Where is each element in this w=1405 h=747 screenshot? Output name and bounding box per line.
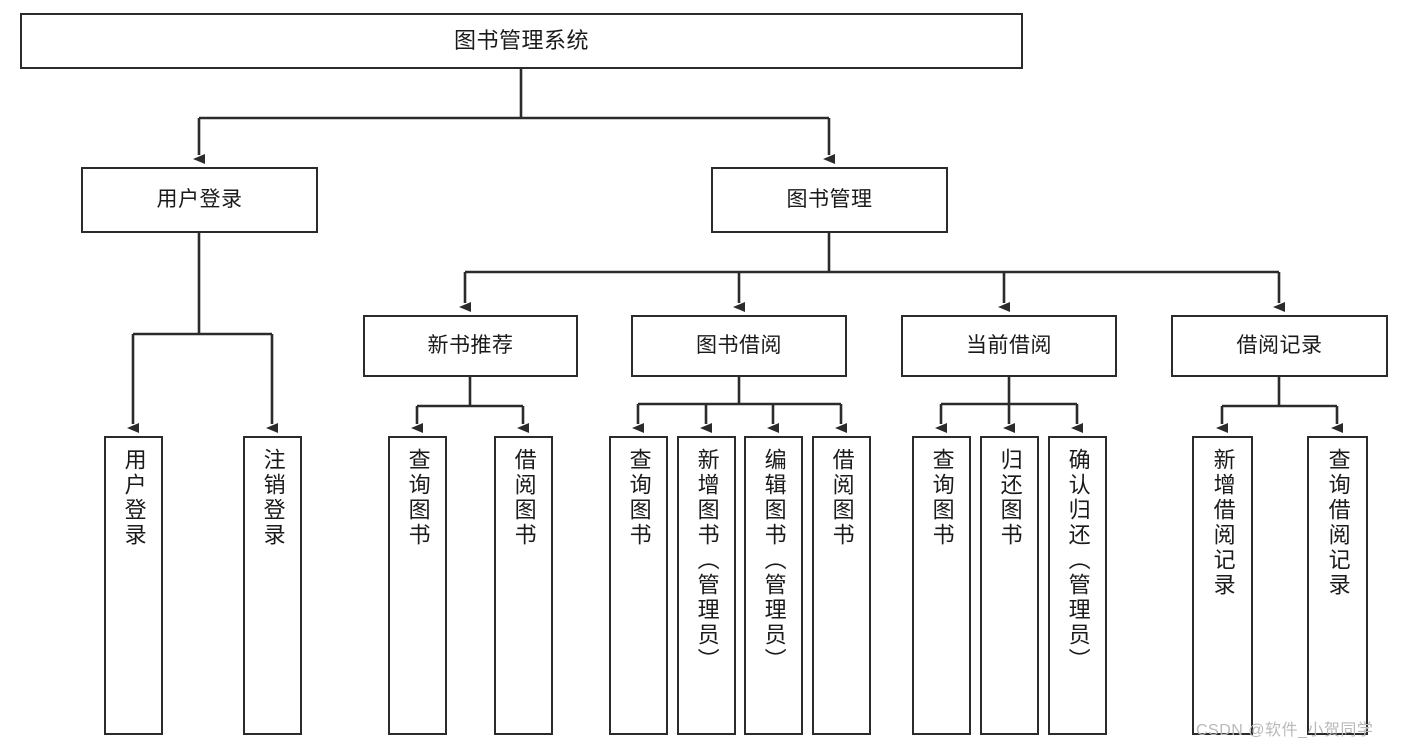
- node-leaf-add-record[interactable]: 新增借阅记录: [1192, 436, 1253, 735]
- node-current-borrow[interactable]: 当前借阅: [901, 315, 1117, 377]
- node-book-management-label: 图书管理: [786, 187, 873, 211]
- node-leaf-query-book-3[interactable]: 查询图书: [912, 436, 971, 735]
- node-borrow-record-label: 借阅记录: [1236, 333, 1323, 357]
- node-leaf-query-book-2-label: 查询图书: [626, 448, 652, 548]
- node-leaf-confirm-return[interactable]: 确认归还（管理员）: [1048, 436, 1107, 735]
- node-leaf-add-record-label: 新增借阅记录: [1210, 448, 1236, 598]
- node-leaf-query-book-3-label: 查询图书: [929, 448, 955, 548]
- node-leaf-return-book-label: 归还图书: [997, 448, 1023, 548]
- node-user-login-label: 用户登录: [156, 187, 243, 211]
- node-leaf-confirm-return-label: 确认归还（管理员）: [1065, 448, 1091, 673]
- node-root-label: 图书管理系统: [453, 28, 589, 54]
- node-leaf-query-record[interactable]: 查询借阅记录: [1307, 436, 1368, 735]
- node-leaf-user-login-label: 用户登录: [121, 448, 147, 548]
- node-borrow-record[interactable]: 借阅记录: [1171, 315, 1388, 377]
- node-leaf-logout[interactable]: 注销登录: [243, 436, 302, 735]
- node-current-borrow-label: 当前借阅: [966, 333, 1052, 357]
- node-leaf-add-book[interactable]: 新增图书（管理员）: [677, 436, 736, 735]
- node-book-borrow-label: 图书借阅: [696, 333, 782, 357]
- node-leaf-query-book-1-label: 查询图书: [405, 448, 431, 548]
- node-leaf-add-book-label: 新增图书（管理员）: [694, 448, 720, 673]
- node-leaf-return-book[interactable]: 归还图书: [980, 436, 1039, 735]
- csdn-watermark: CSDN @软件_小贺同学: [1196, 722, 1374, 739]
- node-leaf-borrow-book-2[interactable]: 借阅图书: [812, 436, 871, 735]
- node-leaf-logout-label: 注销登录: [260, 448, 286, 548]
- node-user-login[interactable]: 用户登录: [81, 167, 318, 233]
- node-leaf-edit-book-label: 编辑图书（管理员）: [761, 448, 787, 673]
- node-leaf-edit-book[interactable]: 编辑图书（管理员）: [744, 436, 803, 735]
- node-leaf-query-book-2[interactable]: 查询图书: [609, 436, 668, 735]
- node-leaf-query-book-1[interactable]: 查询图书: [388, 436, 447, 735]
- node-leaf-borrow-book-1[interactable]: 借阅图书: [494, 436, 553, 735]
- node-new-book-recommend-label: 新书推荐: [427, 333, 514, 357]
- node-book-management[interactable]: 图书管理: [711, 167, 948, 233]
- node-leaf-borrow-book-2-label: 借阅图书: [829, 448, 855, 548]
- node-root[interactable]: 图书管理系统: [20, 13, 1023, 69]
- node-leaf-borrow-book-1-label: 借阅图书: [511, 448, 537, 548]
- node-book-borrow[interactable]: 图书借阅: [631, 315, 847, 377]
- node-new-book-recommend[interactable]: 新书推荐: [363, 315, 578, 377]
- node-leaf-user-login[interactable]: 用户登录: [104, 436, 163, 735]
- node-leaf-query-record-label: 查询借阅记录: [1325, 448, 1351, 598]
